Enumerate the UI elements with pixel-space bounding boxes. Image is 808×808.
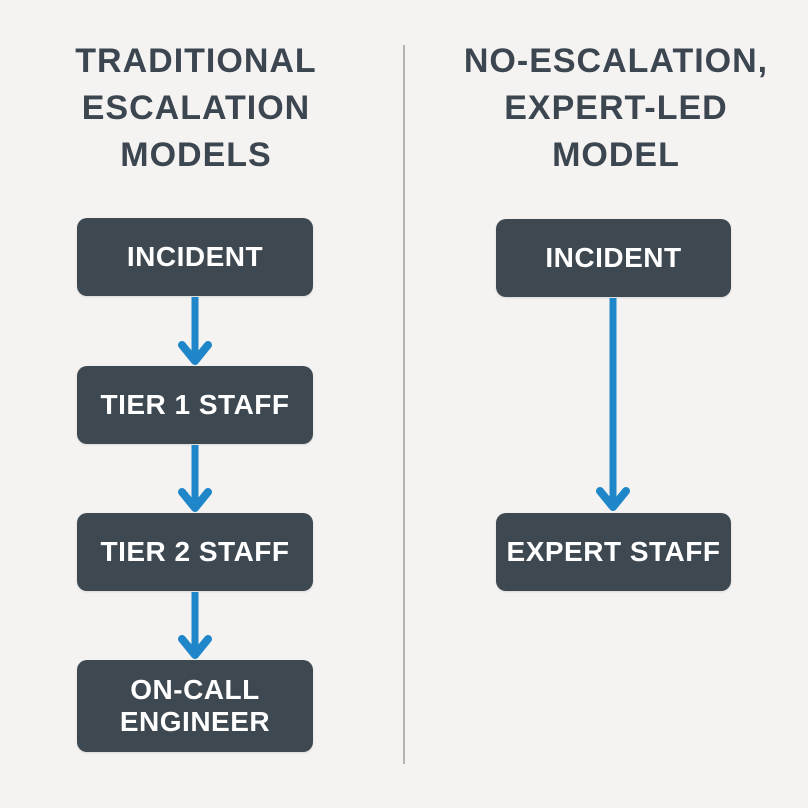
right-panel-title: NO-ESCALATION, EXPERT-LED MODEL [420, 38, 808, 179]
node-tier1-staff: TIER 1 STAFF [77, 366, 313, 444]
right-title-line-3: MODEL [552, 136, 680, 174]
vertical-divider [403, 45, 405, 764]
node-incident-right: INCIDENT [496, 219, 731, 297]
left-title-line-3: MODELS [120, 136, 272, 174]
node-label: TIER 1 STAFF [100, 389, 290, 420]
node-label: INCIDENT [545, 242, 682, 273]
node-expert-staff: EXPERT STAFF [496, 513, 731, 591]
flow-arrow-down-icon [178, 445, 212, 512]
flow-arrow-down-icon [178, 297, 212, 365]
right-title-line-2: EXPERT-LED [504, 89, 728, 127]
left-panel-title: TRADITIONAL ESCALATION MODELS [0, 38, 392, 179]
right-title-line-1: NO-ESCALATION, [463, 42, 769, 80]
node-label: INCIDENT [126, 241, 264, 272]
node-label: TIER 2 STAFF [100, 536, 290, 567]
node-label-line-2: ENGINEER [119, 706, 271, 737]
left-title-line-1: TRADITIONAL [75, 42, 317, 80]
node-incident-left: INCIDENT [77, 218, 313, 296]
flow-arrow-down-icon [596, 298, 630, 511]
node-oncall-engineer: ON-CALL ENGINEER [77, 660, 313, 752]
left-title-line-2: ESCALATION [81, 89, 311, 127]
node-label: EXPERT STAFF [506, 536, 721, 567]
node-tier2-staff: TIER 2 STAFF [77, 513, 313, 591]
flow-arrow-down-icon [178, 592, 212, 659]
node-label-line-1: ON-CALL [130, 674, 260, 705]
